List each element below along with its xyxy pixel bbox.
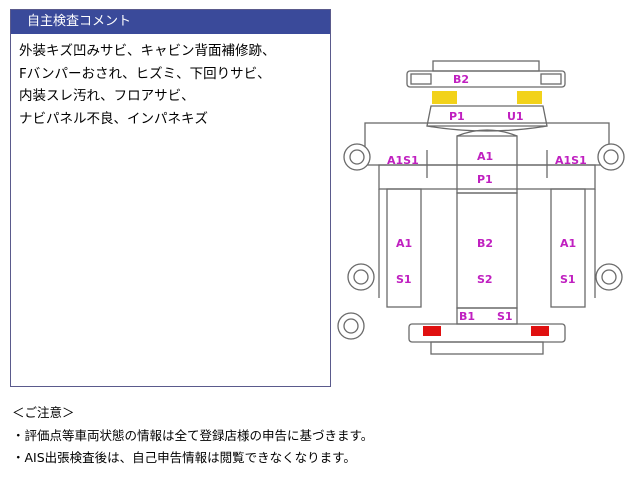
label-cargo-top: A1 — [477, 150, 493, 163]
wheel-hub-icon — [349, 149, 365, 165]
roof-outline — [456, 192, 518, 309]
comment-line: Fバンパーおされ、ヒズミ、下回りサビ、 — [19, 65, 271, 82]
rear-light-right — [540, 73, 562, 85]
rear-step — [432, 60, 540, 72]
label-right-door-a: A1 — [560, 237, 576, 250]
comment-line: 外装キズ凹みサビ、キャビン背面補修跡、 — [19, 43, 276, 59]
label-right-rear-fender: A1S1 — [555, 154, 587, 167]
comment-line: ナビパネル不良、インパネキズ — [19, 110, 208, 127]
label-rear-bumper: B2 — [453, 73, 469, 86]
inspection-comment-panel: 自主検査コメント 外装キズ凹みサビ、キャビン背面補修跡、 Fバンパーおされ、ヒズ… — [10, 9, 331, 387]
damage-marker-yellow-right — [517, 91, 542, 104]
label-roof-b: B2 — [477, 237, 493, 250]
comment-line: 内装スレ汚れ、フロアサビ、 — [19, 88, 195, 104]
damage-marker-red-left — [423, 326, 441, 336]
label-left-door-a: A1 — [396, 237, 412, 250]
spare-wheel-hub-icon — [343, 318, 359, 334]
left-door-outline — [386, 188, 422, 308]
vehicle-damage-diagram: B2 P1 U1 A1S1 A1S1 A1 P1 A1 S1 B2 S2 A1 … — [337, 60, 625, 355]
wheel-hub-icon — [353, 269, 369, 285]
notes-line: ・AIS出張検査後は、自己申告情報は閲覧できなくなります。 — [12, 450, 356, 465]
label-hood-b: B1 — [459, 310, 475, 323]
damage-marker-yellow-left — [432, 91, 457, 104]
label-cargo-mid: P1 — [477, 173, 493, 186]
label-left-door-s: S1 — [396, 273, 412, 286]
wheel-hub-icon — [601, 269, 617, 285]
tailgate-curve — [426, 125, 548, 132]
wheel-hub-icon — [603, 149, 619, 165]
label-roof-s: S2 — [477, 273, 493, 286]
right-door-outline — [550, 188, 586, 308]
rear-light-left — [410, 73, 432, 85]
cargo-curve — [456, 129, 518, 137]
label-rear-right: U1 — [507, 110, 524, 123]
panel-title: 自主検査コメント — [11, 10, 330, 34]
label-left-rear-fender: A1S1 — [387, 154, 419, 167]
label-hood-s: S1 — [497, 310, 513, 323]
front-step — [430, 341, 544, 355]
damage-marker-red-right — [531, 326, 549, 336]
label-right-door-s: S1 — [560, 273, 576, 286]
comment-text: 外装キズ凹みサビ、キャビン背面補修跡、 Fバンパーおされ、ヒズミ、下回りサビ、 … — [19, 40, 324, 130]
notes-line: ・評価点等車両状態の情報は全て登録店様の申告に基づきます。 — [12, 427, 374, 443]
notes-section: ＜ご注意＞ ・評価点等車両状態の情報は全て登録店様の申告に基づきます。 ・AIS… — [12, 402, 373, 470]
cab-frame-outline — [378, 164, 596, 190]
notes-heading: ＜ご注意＞ — [12, 405, 75, 420]
label-rear-left: P1 — [449, 110, 465, 123]
